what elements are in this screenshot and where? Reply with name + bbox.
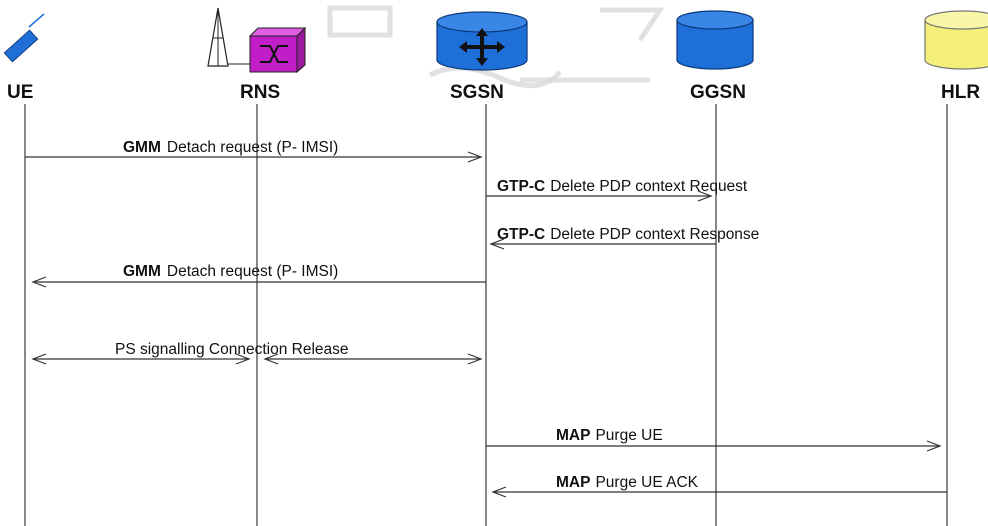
ggsn-database-icon xyxy=(676,10,754,70)
message-text: Detach request (P- IMSI) xyxy=(167,139,338,156)
hlr-database-icon xyxy=(924,10,988,70)
message-protocol: GMM xyxy=(123,263,161,280)
message-text: PS signalling Connection Release xyxy=(115,341,349,358)
entity-label-hlr: HLR xyxy=(941,82,980,103)
message-text: Detach request (P- IMSI) xyxy=(167,263,338,280)
message-gtpc-delete-pdp-request: GTP-C Delete PDP context Request xyxy=(486,178,748,202)
message-map-purge-ue-ack: MAP Purge UE ACK xyxy=(491,474,947,498)
message-protocol: GTP-C xyxy=(497,226,545,243)
entity-label-rns: RNS xyxy=(240,82,280,103)
message-ps-signalling-connection-release: PS signalling Connection Release xyxy=(31,341,483,365)
message-protocol: GMM xyxy=(123,139,161,156)
message-protocol: GTP-C xyxy=(497,178,545,195)
entity-label-sgsn: SGSN xyxy=(450,82,504,103)
entity-label-ggsn: GGSN xyxy=(690,82,746,103)
message-text: Delete PDP context Response xyxy=(550,226,759,243)
message-protocol: MAP xyxy=(556,427,590,444)
message-map-purge-ue: MAP Purge UE xyxy=(486,427,942,452)
message-text: Purge UE ACK xyxy=(595,474,698,491)
watermark xyxy=(327,5,665,89)
message-text: Purge UE xyxy=(595,427,662,444)
message-gtpc-delete-pdp-response: GTP-C Delete PDP context Response xyxy=(489,226,759,250)
rns-icon xyxy=(207,7,307,74)
message-gmm-detach-request-uplink: GMM Detach request (P- IMSI) xyxy=(25,139,483,163)
sgsn-router-icon xyxy=(436,11,528,71)
entity-label-ue: UE xyxy=(7,82,33,103)
message-gmm-detach-request-downlink: GMM Detach request (P- IMSI) xyxy=(31,263,486,288)
message-protocol: MAP xyxy=(556,474,590,491)
ue-icon xyxy=(3,13,45,63)
message-text: Delete PDP context Request xyxy=(550,178,748,195)
